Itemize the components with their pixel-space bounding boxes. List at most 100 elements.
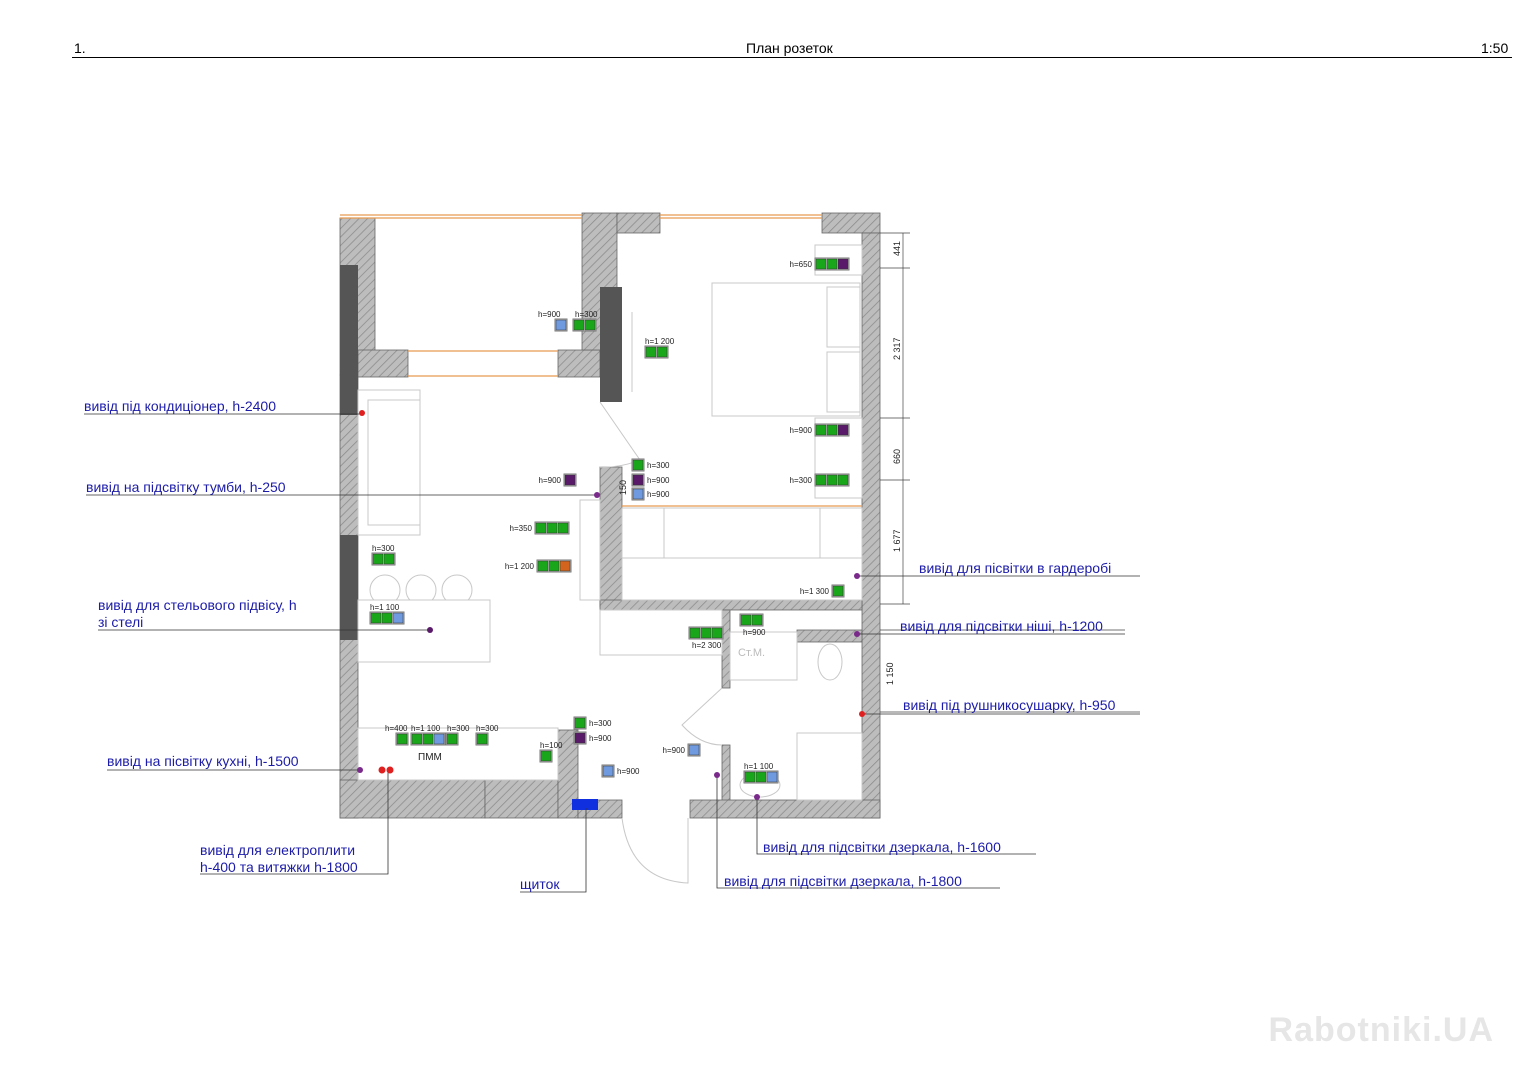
- socket-group: h=300: [475, 724, 499, 746]
- power-socket-icon: [645, 346, 657, 358]
- socket-group: h=900: [790, 423, 850, 437]
- dimension-1150: 1 150: [885, 662, 895, 685]
- power-socket-icon: [711, 627, 723, 639]
- data-socket-icon: [766, 771, 778, 783]
- socket-group: h=900: [601, 764, 640, 778]
- socket-height-label: h=300: [476, 724, 499, 733]
- data-socket-icon: [433, 733, 445, 745]
- callout-niche-light: вивід для підсвітки ніші, h-1200: [900, 618, 1103, 634]
- outlet-points: [357, 410, 865, 800]
- power-socket-icon: [396, 733, 408, 745]
- tv-socket-icon: [632, 474, 644, 486]
- socket-height-label: h=1 300: [800, 587, 830, 596]
- callout-stove-hood: вивід для електроплити: [200, 842, 355, 858]
- dimension-lines: [880, 232, 1140, 713]
- power-socket-icon: [370, 612, 382, 624]
- columns: [340, 265, 622, 640]
- socket-height-label: h=900: [647, 476, 670, 485]
- power-socket-icon: [381, 612, 393, 624]
- dishwasher-label: ПММ: [418, 752, 442, 763]
- power-socket-icon: [540, 750, 552, 762]
- power-socket-icon: [755, 771, 767, 783]
- power-socket-icon: [740, 614, 752, 626]
- callout-ceiling-pendant: вивід для стельового підвісу, h: [98, 597, 297, 613]
- socket-group: h=300: [371, 544, 396, 566]
- socket-group: h=350: [510, 521, 570, 535]
- socket-group: h=2 300: [688, 626, 724, 650]
- socket-height-label: h=900: [663, 746, 686, 755]
- dimension-660: 660: [892, 449, 902, 464]
- socket-group: h=1 300: [800, 584, 845, 598]
- sheet-title: План розеток: [746, 40, 833, 56]
- dimension-441: 441: [892, 241, 902, 256]
- data-socket-icon: [392, 612, 404, 624]
- switch-socket-icon: [559, 560, 571, 572]
- socket-group: h=300: [572, 310, 598, 332]
- power-socket-icon: [573, 319, 585, 331]
- socket-height-label: h=900: [790, 426, 813, 435]
- power-socket-icon: [584, 319, 596, 331]
- socket-group: h=1 100: [743, 762, 779, 784]
- socket-height-label: h=900: [589, 734, 612, 743]
- tv-socket-icon: [564, 474, 576, 486]
- power-socket-icon: [656, 346, 668, 358]
- dimension-1677: 1 677: [892, 529, 902, 552]
- callout-kitchen-light: вивід на пісвітку кухні, h-1500: [107, 753, 299, 769]
- socket-group: h=900: [539, 473, 577, 487]
- socket-height-label: h=300: [790, 476, 813, 485]
- power-socket-icon: [557, 522, 569, 534]
- power-socket-icon: [372, 553, 384, 565]
- power-socket-icon: [689, 627, 701, 639]
- callout-leaders: [84, 413, 1140, 893]
- power-socket-icon: [751, 614, 763, 626]
- callout-panel: щиток: [520, 876, 560, 892]
- socket-height-label: h=1 100: [411, 724, 441, 733]
- socket-group: h=300: [445, 724, 470, 746]
- socket-group: h=1 200: [644, 337, 675, 359]
- power-socket-icon: [832, 585, 844, 597]
- sheet-number: 1.: [74, 40, 86, 56]
- socket-height-label: h=1 200: [645, 337, 675, 346]
- socket-group: h=900: [663, 743, 701, 757]
- power-socket-icon: [411, 733, 423, 745]
- socket-group: h=100: [539, 741, 563, 763]
- socket-group: h=300: [573, 716, 612, 730]
- callout-wardrobe-light: вивід для пісвітки в гардеробі: [919, 560, 1111, 576]
- socket-height-label: h=350: [510, 524, 533, 533]
- socket-group: h=900: [573, 731, 612, 745]
- sockets: h=650 h=900 h=300 h=1 300 h=900 h=300 h=1 200 h…: [369, 257, 850, 784]
- header-divider: [72, 57, 1512, 58]
- power-socket-icon: [826, 258, 838, 270]
- socket-height-label: h=2 300: [692, 641, 722, 650]
- tv-socket-icon: [837, 424, 849, 436]
- windows: [340, 214, 862, 507]
- socket-height-label: h=300: [447, 724, 470, 733]
- socket-group: h=1 100: [369, 603, 405, 625]
- socket-group: h=650: [790, 257, 850, 271]
- socket-height-label: h=1 100: [744, 762, 774, 771]
- socket-height-label: h=650: [790, 260, 813, 269]
- socket-group: h=1 100: [410, 724, 446, 746]
- socket-height-label: h=400: [385, 724, 408, 733]
- power-socket-icon: [700, 627, 712, 639]
- power-socket-icon: [632, 459, 644, 471]
- socket-group: h=300: [631, 458, 670, 472]
- power-socket-icon: [826, 424, 838, 436]
- power-socket-icon: [815, 424, 827, 436]
- power-socket-icon: [744, 771, 756, 783]
- power-socket-icon: [826, 474, 838, 486]
- socket-height-label: h=300: [575, 310, 598, 319]
- data-socket-icon: [632, 488, 644, 500]
- power-socket-icon: [815, 474, 827, 486]
- socket-group: h=300: [790, 473, 850, 487]
- socket-height-label: h=1 200: [505, 562, 535, 571]
- socket-group: h=900: [631, 487, 670, 501]
- power-socket-icon: [476, 733, 488, 745]
- power-socket-icon: [383, 553, 395, 565]
- furniture: [357, 244, 863, 884]
- power-socket-icon: [837, 474, 849, 486]
- socket-group: h=1 200: [505, 559, 572, 573]
- callout-ceiling-pendant-2: зі стелі: [98, 614, 143, 630]
- socket-height-label: h=300: [372, 544, 395, 553]
- tv-socket-icon: [574, 732, 586, 744]
